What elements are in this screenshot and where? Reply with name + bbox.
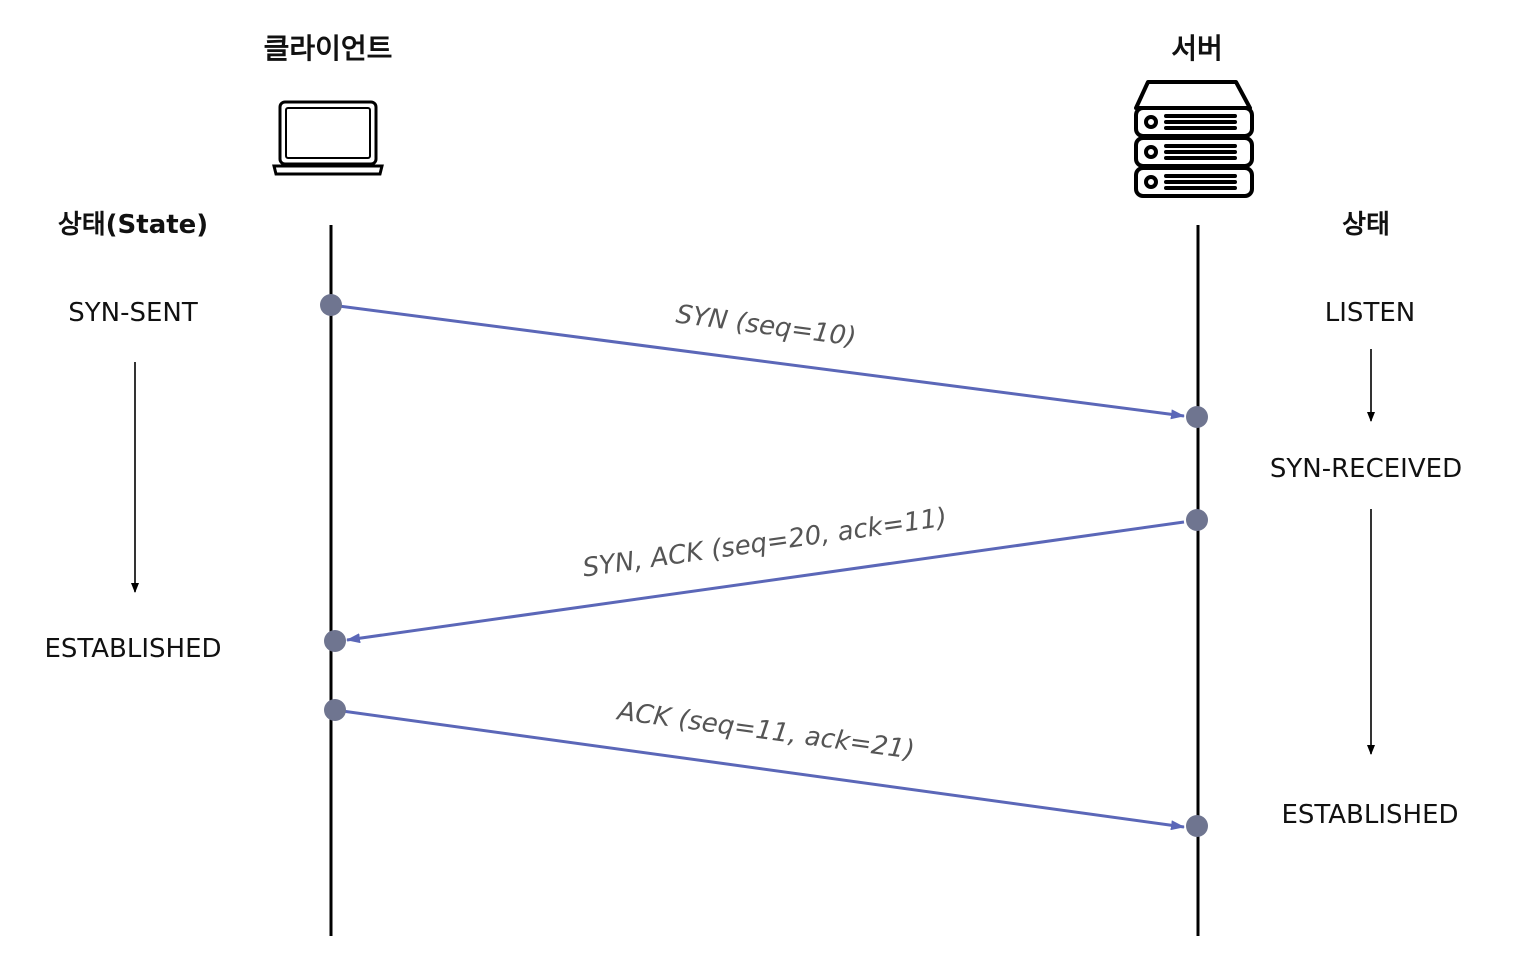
server-icon bbox=[1134, 80, 1254, 198]
syn-receive-dot bbox=[1186, 406, 1208, 428]
ack-send-dot bbox=[324, 699, 346, 721]
laptop-icon bbox=[272, 100, 384, 176]
server-state-established: ESTABLISHED bbox=[1281, 800, 1458, 830]
syn-message-arrow bbox=[330, 303, 1185, 420]
syn-ack-message-arrow bbox=[346, 520, 1185, 644]
syn-message-label: SYN (seq=10) bbox=[674, 300, 858, 353]
ack-receive-dot bbox=[1186, 815, 1208, 837]
client-state-header: 상태(State) bbox=[58, 210, 208, 240]
server-title: 서버 bbox=[1171, 32, 1223, 65]
syn-ack-send-dot bbox=[1186, 509, 1208, 531]
syn-ack-message-label: SYN, ACK (seq=20, ack=11) bbox=[581, 503, 949, 584]
client-state-syn-sent: SYN-SENT bbox=[68, 298, 198, 328]
ack-message-arrow bbox=[334, 708, 1185, 831]
client-state-established: ESTABLISHED bbox=[44, 634, 221, 664]
syn-ack-receive-dot bbox=[324, 630, 346, 652]
server-state-syn-received: SYN-RECEIVED bbox=[1270, 454, 1462, 484]
server-state-header: 상태 bbox=[1342, 210, 1390, 240]
syn-send-dot bbox=[320, 294, 342, 316]
client-title: 클라이언트 bbox=[264, 32, 393, 65]
server-state-listen: LISTEN bbox=[1325, 298, 1415, 328]
